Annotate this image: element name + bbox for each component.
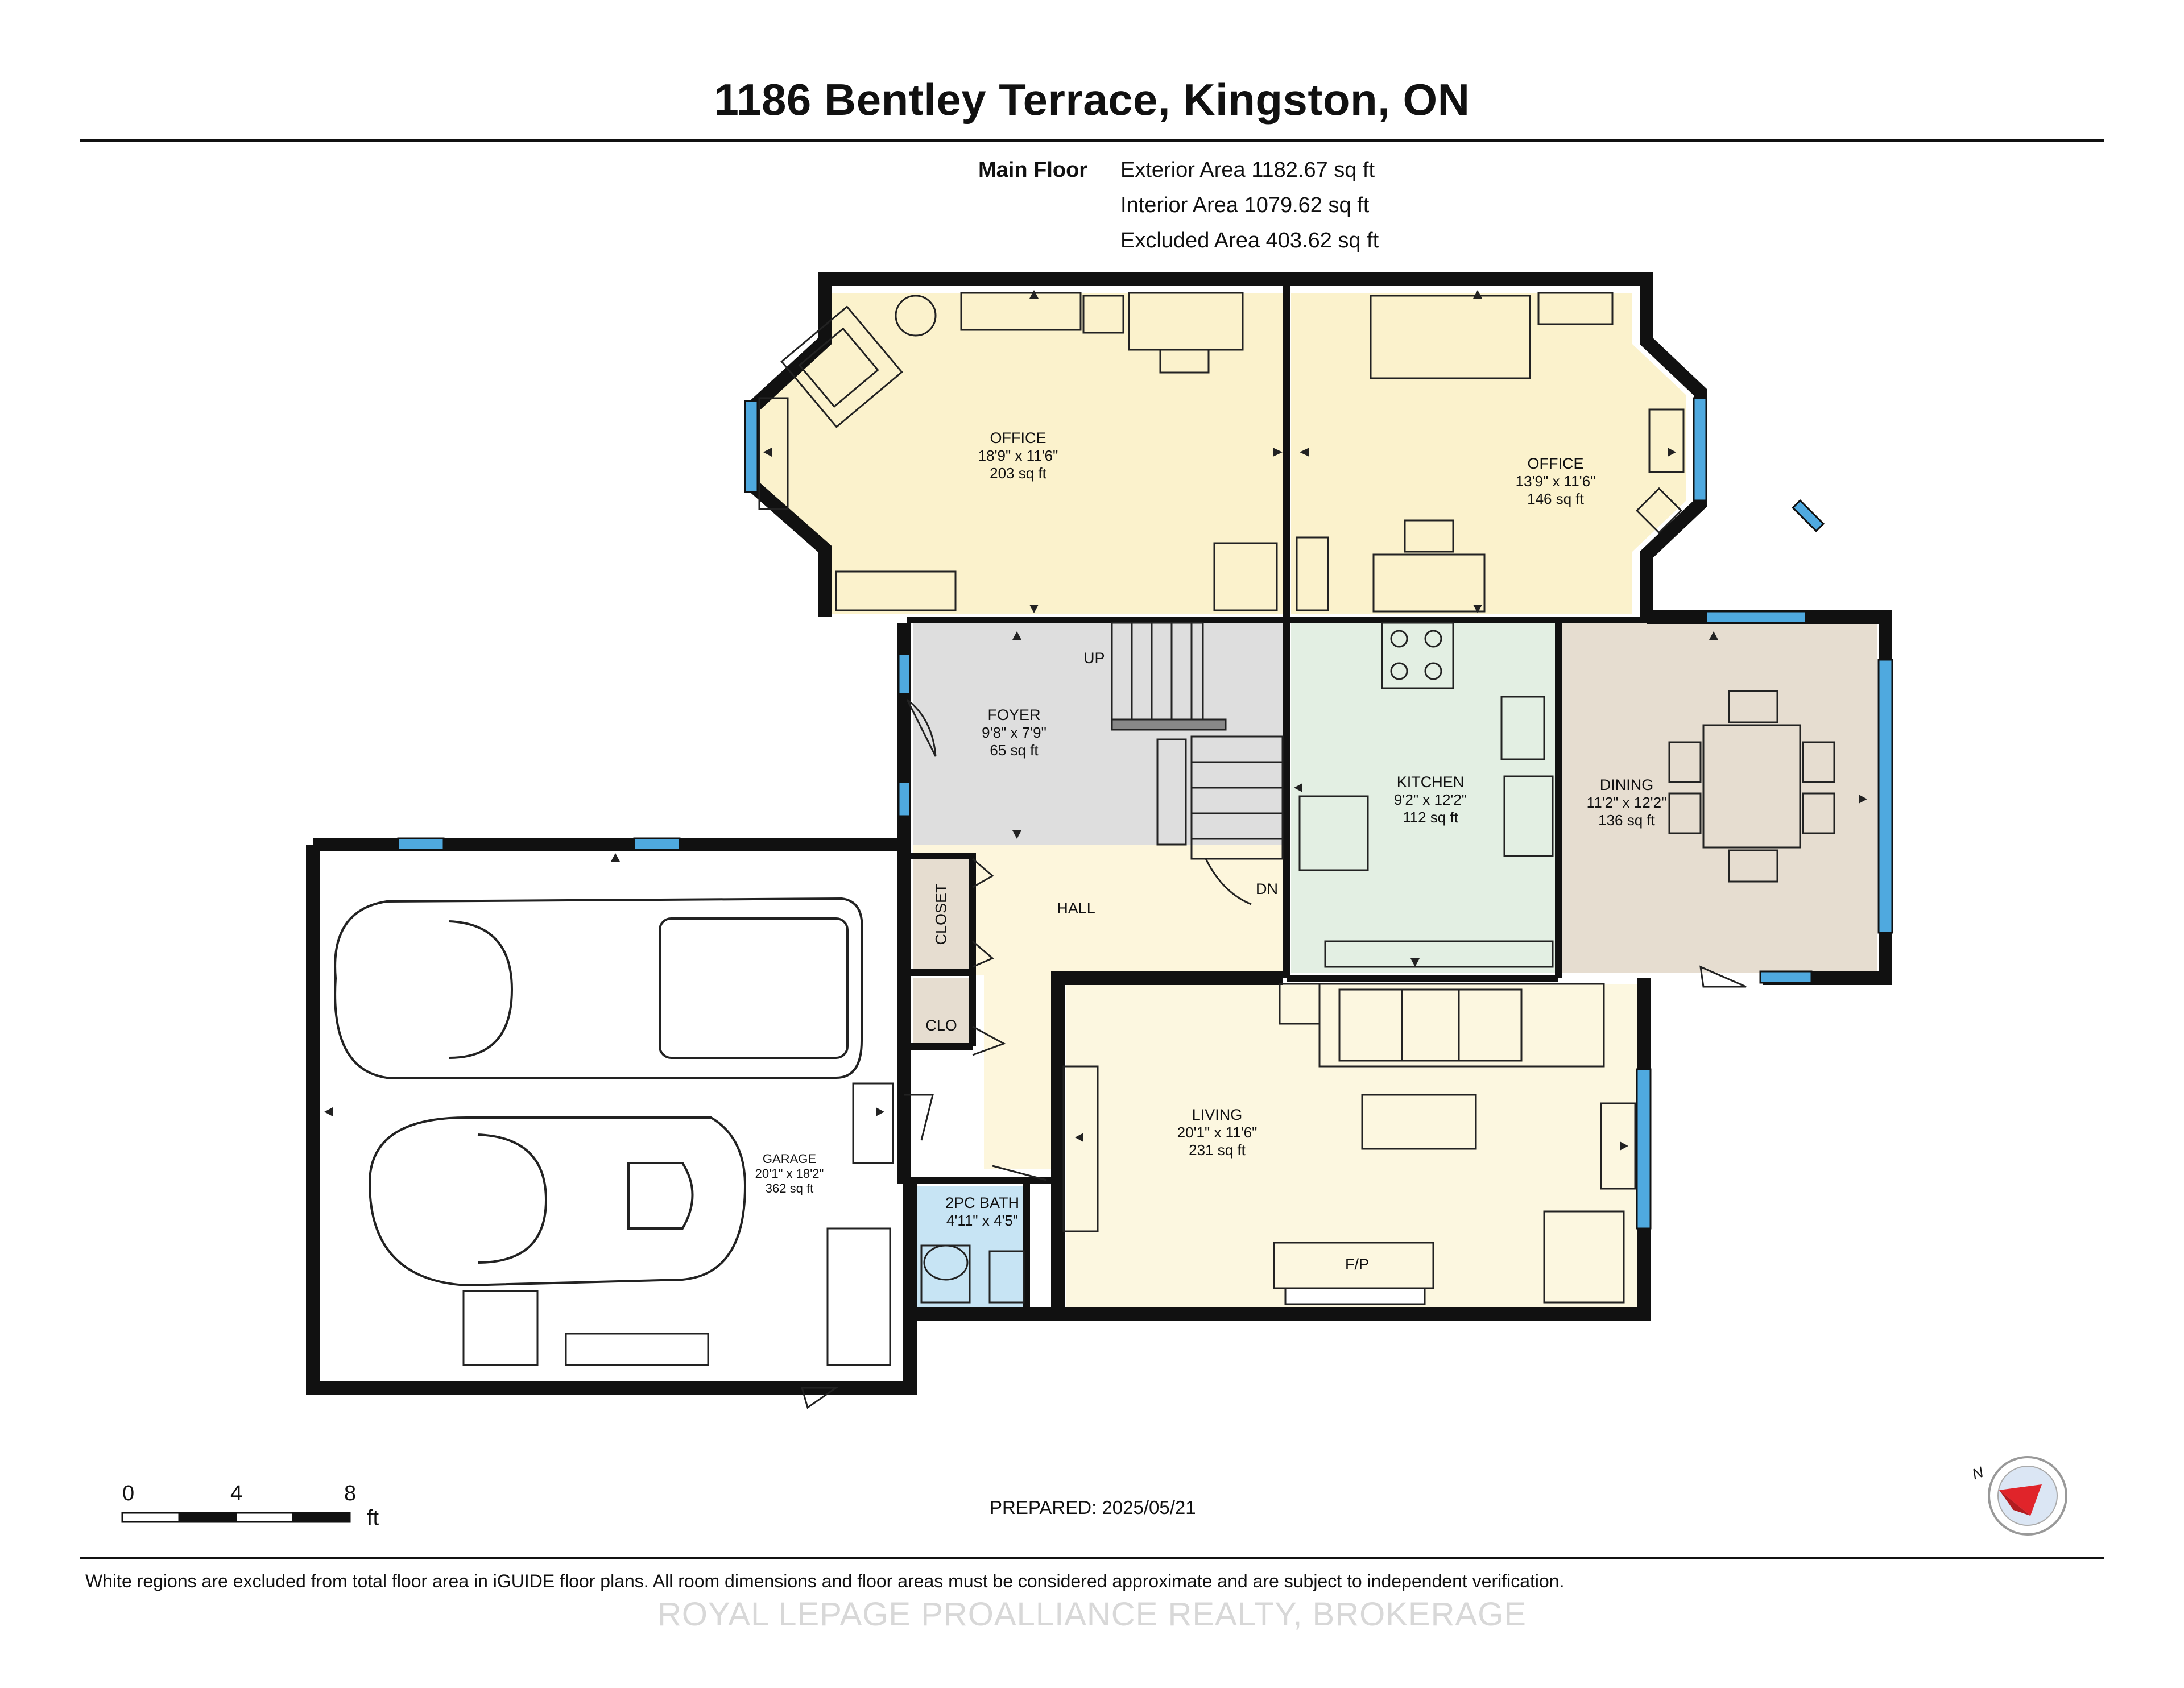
scale-unit: ft [367, 1506, 379, 1530]
office-outer-wall [747, 272, 1707, 617]
exterior-area: Exterior Area 1182.67 sq ft [1120, 158, 1375, 182]
office-right-fill [1291, 293, 1686, 614]
room-hall: HALL [1057, 900, 1095, 917]
room-foyer: FOYER 9'8" x 7'9" 65 sq ft [982, 706, 1046, 759]
kitchen-fill [1291, 623, 1556, 973]
foyer-fill [913, 623, 1283, 845]
clo-fill [913, 978, 970, 1044]
disclaimer: White regions are excluded from total fl… [85, 1571, 1565, 1591]
garage-outer [306, 845, 917, 1395]
closet-fill [913, 856, 970, 970]
room-office-right: OFFICE 13'9" x 11'6" 146 sq ft [1515, 455, 1596, 507]
garage-wall [313, 838, 911, 1184]
excluded-area: Excluded Area 403.62 sq ft [1120, 229, 1379, 253]
dining-fill [1556, 623, 1877, 973]
fireplace-label: F/P [1345, 1256, 1370, 1273]
interior-area: Interior Area 1079.62 sq ft [1120, 193, 1370, 217]
prepared-date: PREPARED: 2025/05/21 [990, 1497, 1196, 1518]
inner-walls [907, 284, 1649, 1308]
watermark: ROYAL LEPAGE PROALLIANCE REALTY, BROKERA… [657, 1596, 1527, 1633]
title-divider [80, 139, 2104, 142]
floor-name: Main Floor [978, 158, 1088, 182]
room-bath: 2PC BATH 4'11" x 4'5" [945, 1194, 1020, 1229]
windows [397, 397, 1893, 1230]
scale-tick-4: 4 [230, 1482, 243, 1505]
scale-bar [121, 1512, 351, 1523]
room-garage: GARAGE 20'1" x 18'2" 362 sq ft [755, 1152, 824, 1195]
hall-lower-fill [984, 975, 1058, 1169]
bath-fill [916, 1186, 1027, 1308]
room-fills [754, 293, 1877, 1308]
doors [801, 698, 1747, 1409]
furniture [462, 292, 1835, 1366]
stairs-down-label: DN [1256, 880, 1278, 897]
office-left-fill [754, 293, 1283, 614]
arrows [324, 290, 1867, 1151]
room-closet: CLOSET [932, 883, 950, 945]
stairs-up-label: UP [1083, 649, 1105, 667]
living-fill [1066, 984, 1644, 1308]
room-kitchen: KITCHEN 9'2" x 12'2" 112 sq ft [1393, 773, 1467, 826]
room-office-left: OFFICE 18'9" x 11'6" 203 sq ft [978, 429, 1058, 482]
room-clo: CLO [925, 1017, 957, 1034]
room-living: LIVING 20'1" x 11'6" 231 sq ft [1177, 1106, 1258, 1159]
cars [334, 897, 863, 1287]
stairs [1111, 622, 1284, 860]
scale-tick-8: 8 [344, 1482, 357, 1505]
page-title: 1186 Bentley Terrace, Kingston, ON [714, 75, 1470, 125]
compass-icon [1988, 1456, 2067, 1536]
scale-tick-0: 0 [122, 1482, 135, 1505]
room-dining: DINING 11'2" x 12'2" 136 sq ft [1586, 776, 1667, 829]
